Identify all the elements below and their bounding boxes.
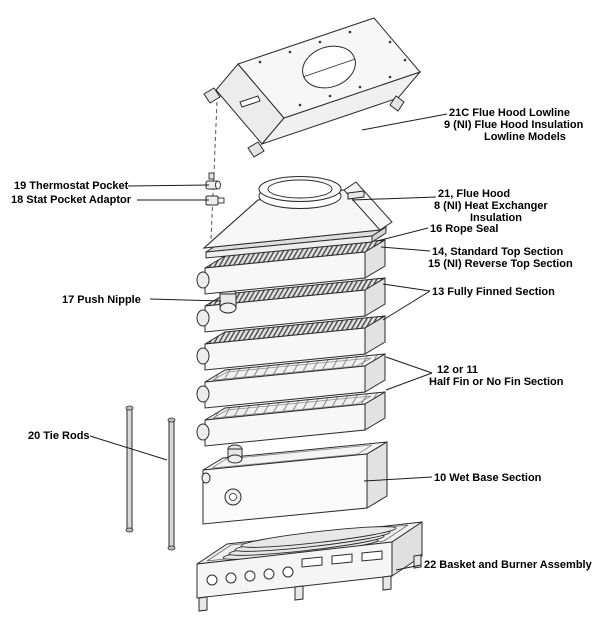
label-line: 22 Basket and Burner Assembly: [424, 559, 592, 571]
label-line: Half Fin or No Fin Section: [429, 376, 564, 388]
flue-hood-drawing: [202, 176, 393, 249]
label-line: 19 Thermostat Pocket: [14, 180, 129, 192]
label-line: 21, Flue Hood: [438, 188, 511, 200]
label-line: 21C Flue Hood Lowline: [449, 107, 571, 119]
label-push-nipple: 17 Push Nipple: [62, 294, 141, 306]
label-line: 10 Wet Base Section: [434, 472, 542, 484]
tie-rods-drawing: [125, 405, 176, 551]
label-half-fin-section: 12 or 11 Half Fin or No Fin Section: [429, 364, 563, 388]
thermostat-pocket-drawing: [205, 172, 221, 190]
alignment-dashed-line: [210, 101, 218, 241]
label-line: Lowline Models: [484, 131, 566, 143]
label-line: 8 (NI) Heat Exchanger: [434, 200, 548, 212]
label-line: 17 Push Nipple: [62, 294, 141, 306]
label-line: 12 or 11: [437, 364, 478, 376]
label-basket-burner-assembly: 22 Basket and Burner Assembly: [424, 559, 592, 571]
label-fully-finned-section: 13 Fully Finned Section: [432, 286, 555, 298]
label-rope-seal: 16 Rope Seal: [430, 223, 498, 235]
label-wet-base-section: 10 Wet Base Section: [434, 472, 541, 484]
leader-lines: [89, 113, 448, 571]
label-flue-hood-lowline: 21C Flue Hood Lowline: [449, 107, 570, 119]
label-thermostat-pocket: 19 Thermostat Pocket: [14, 180, 128, 192]
label-line: 14, Standard Top Section: [432, 246, 564, 258]
label-line: 15 (NI) Reverse Top Section: [428, 258, 573, 270]
label-flue-hood: 21, Flue Hood: [438, 188, 510, 200]
burner-basket-drawing: [196, 521, 423, 612]
label-reverse-top-section: 15 (NI) Reverse Top Section: [428, 258, 573, 270]
label-stat-pocket-adaptor: 18 Stat Pocket Adaptor: [11, 194, 131, 206]
label-line: 9 (NI) Flue Hood Insulation: [444, 119, 584, 131]
label-line: 18 Stat Pocket Adaptor: [11, 194, 132, 206]
label-heat-exchanger-insulation: 8 (NI) Heat Exchanger Insulation: [434, 200, 548, 224]
label-line: 16 Rope Seal: [430, 223, 499, 235]
label-line: 20 Tie Rods: [28, 430, 90, 442]
flue-hood-lowline-drawing: [203, 17, 422, 158]
label-flue-hood-insulation: 9 (NI) Flue Hood Insulation Lowline Mode…: [444, 119, 583, 143]
label-line: 13 Fully Finned Section: [432, 286, 555, 298]
push-nipple-drawing: [219, 288, 237, 314]
label-standard-top-section: 14, Standard Top Section: [432, 246, 563, 258]
label-tie-rods: 20 Tie Rods: [28, 430, 90, 442]
wet-base-drawing: [201, 441, 388, 525]
